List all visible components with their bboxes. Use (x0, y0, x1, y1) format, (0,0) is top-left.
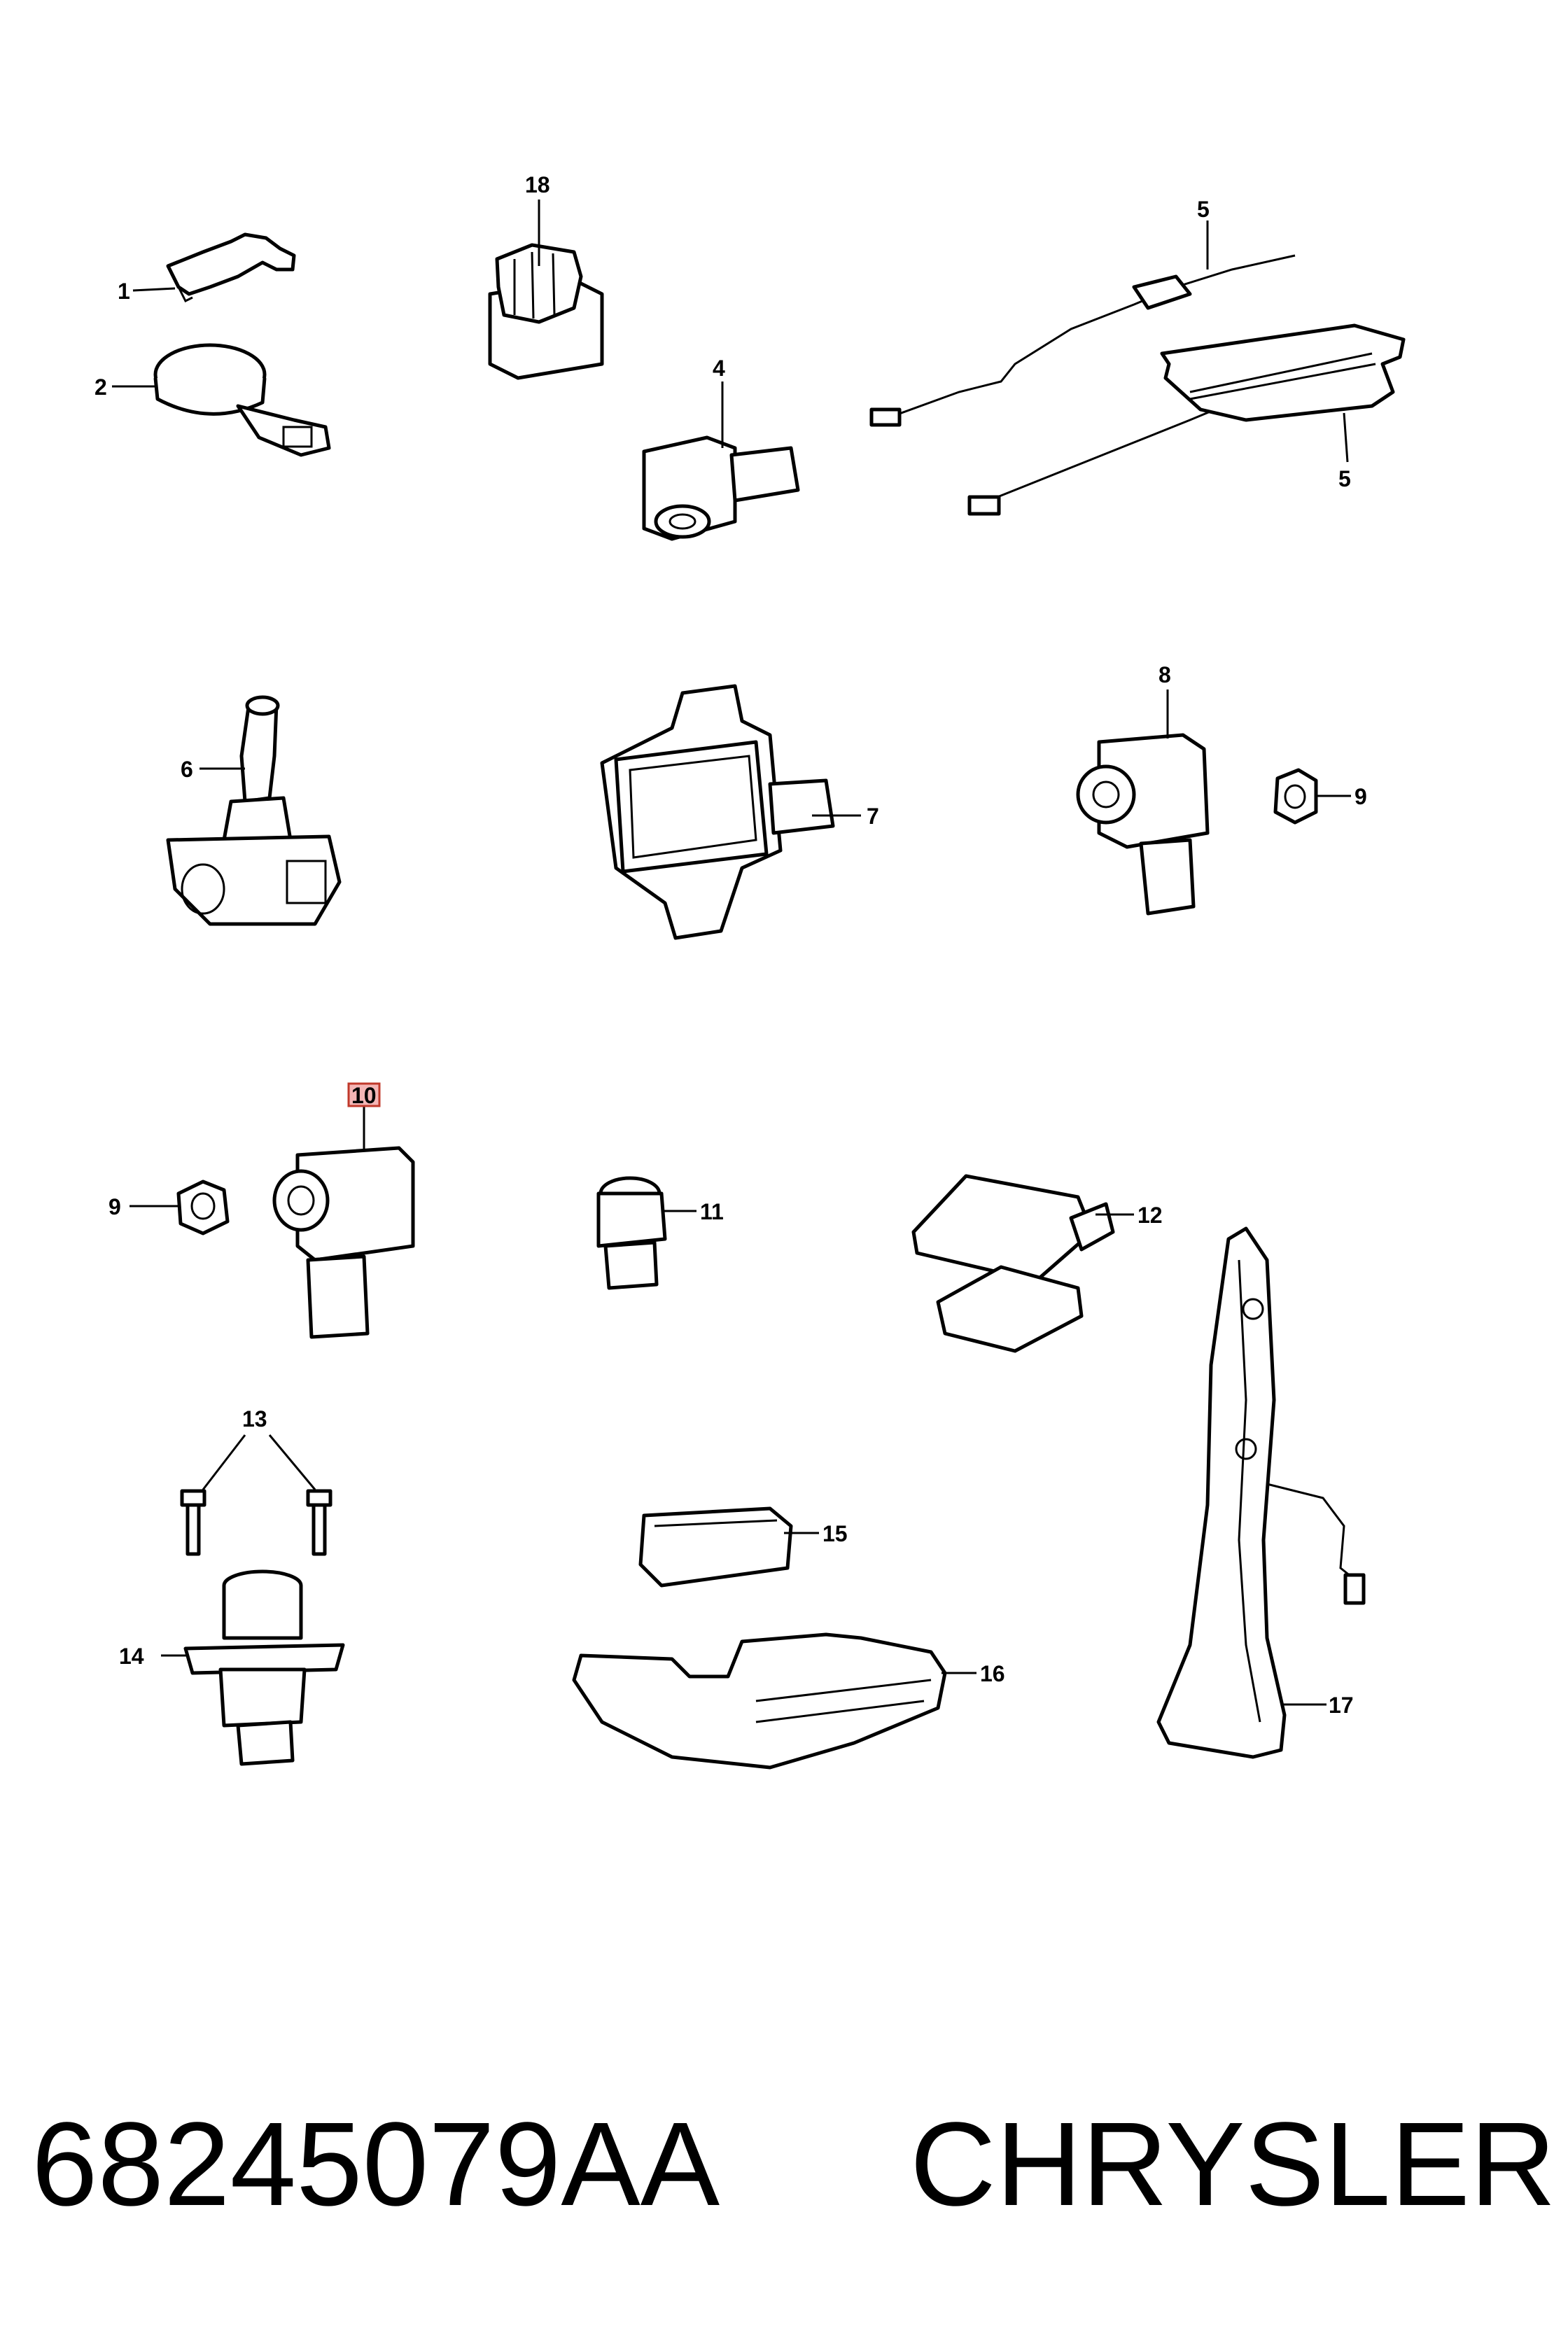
part-12-module (911, 1174, 1134, 1353)
part-18-relay (488, 200, 604, 380)
part-8-impact-sensor (1076, 690, 1210, 916)
callout-16: 16 (980, 1661, 1005, 1686)
part-4-sensor (642, 382, 800, 541)
callout-1: 1 (118, 279, 130, 304)
part-10-impact-sensor (272, 1106, 415, 1339)
callout-8: 8 (1158, 662, 1171, 687)
callout-18: 18 (525, 172, 550, 197)
part-9-nut-right (1273, 768, 1351, 825)
callout-10-highlight (347, 1082, 381, 1107)
part-1-clip (132, 232, 296, 303)
callout-10: 10 (351, 1083, 377, 1108)
part-7-module (600, 684, 861, 940)
callout-11: 11 (700, 1199, 724, 1224)
callout-13: 13 (242, 1406, 267, 1432)
callout-5b: 5 (1338, 466, 1351, 491)
callout-4: 4 (713, 356, 725, 381)
part-6-tpms-valve (166, 695, 342, 926)
callout-17: 17 (1329, 1693, 1354, 1718)
callout-9b: 9 (1354, 784, 1367, 809)
part-16-tray (572, 1632, 976, 1770)
part-17-side-bracket (1156, 1226, 1366, 1759)
callout-15: 15 (822, 1521, 848, 1546)
callout-14: 14 (119, 1644, 144, 1669)
callout-7: 7 (867, 804, 879, 829)
part-11-button-sensor (596, 1176, 696, 1290)
part-14-sensor (161, 1569, 345, 1766)
callout-12: 12 (1138, 1203, 1163, 1228)
callout-5a: 5 (1197, 197, 1210, 222)
part-13-bolts (180, 1434, 332, 1556)
part-2-sensor (112, 343, 331, 457)
part-5-seat-sensor-mat (869, 220, 1406, 516)
callout-2: 2 (94, 374, 107, 400)
callout-9a: 9 (108, 1194, 121, 1219)
part-15-module (638, 1506, 819, 1588)
part-number: 68245079AA (31, 2098, 720, 2231)
callout-6: 6 (181, 757, 193, 782)
brand-name: CHRYSLER (910, 2098, 1556, 2231)
part-9-nut-left (130, 1180, 230, 1236)
